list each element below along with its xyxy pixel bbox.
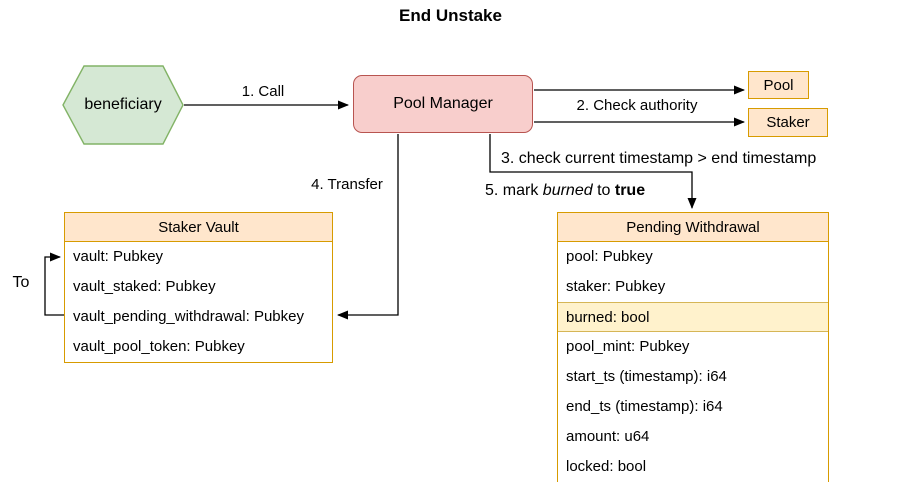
to-loop-label: To (10, 274, 32, 292)
staker-label: Staker (766, 114, 810, 131)
staker-vault-table: Staker Vault vault: Pubkey vault_staked:… (64, 212, 333, 363)
check-authority-edge-label: 2. Check authority (574, 97, 700, 114)
to-loop-arrow (44, 252, 64, 316)
table-row-burned-highlighted: burned: bool (558, 302, 828, 332)
table-row: vault_staked: Pubkey (73, 278, 216, 295)
mark-burned-edge-label: 5. mark burned to true (483, 182, 648, 200)
staker-node: Staker (748, 108, 828, 137)
table-row: locked: bool (566, 458, 647, 475)
pool-manager-label: Pool Manager (393, 95, 493, 112)
table-row: staker: Pubkey (566, 278, 666, 295)
beneficiary-hexagon (62, 65, 184, 145)
table-row: vault: Pubkey (73, 248, 164, 265)
page-title: End Unstake (399, 6, 502, 25)
mark-burned-bold-word: true (614, 182, 646, 199)
pool-manager-node: Pool Manager (353, 75, 533, 133)
beneficiary-node: beneficiary (63, 66, 183, 144)
table-row: vault_pool_token: Pubkey (73, 338, 245, 355)
table-row: pool: Pubkey (566, 248, 653, 265)
transfer-arrow (337, 134, 399, 320)
table-row: pool_mint: Pubkey (566, 338, 690, 355)
staker-vault-table-header: Staker Vault (65, 213, 332, 242)
table-row: vault_pending_withdrawal: Pubkey (73, 308, 304, 325)
pending-withdrawal-table-header: Pending Withdrawal (558, 213, 828, 242)
beneficiary-label: beneficiary (84, 96, 162, 113)
check-timestamp-arrow (489, 134, 697, 209)
pending-withdrawal-table: Pending Withdrawal pool: Pubkey staker: … (557, 212, 829, 482)
mark-burned-middle: to (592, 182, 615, 199)
pool-node: Pool (748, 71, 809, 99)
check-timestamp-edge-label: 3. check current timestamp > end timesta… (499, 150, 819, 168)
transfer-edge-label: 4. Transfer (309, 176, 385, 193)
pool-label: Pool (763, 76, 794, 94)
table-row: amount: u64 (566, 428, 650, 445)
mark-burned-italic-word: burned (542, 182, 593, 199)
table-row: end_ts (timestamp): i64 (566, 398, 723, 415)
mark-burned-prefix: 5. mark (485, 182, 543, 199)
call-edge-label: 1. Call (239, 83, 287, 100)
table-row: start_ts (timestamp): i64 (566, 368, 727, 385)
